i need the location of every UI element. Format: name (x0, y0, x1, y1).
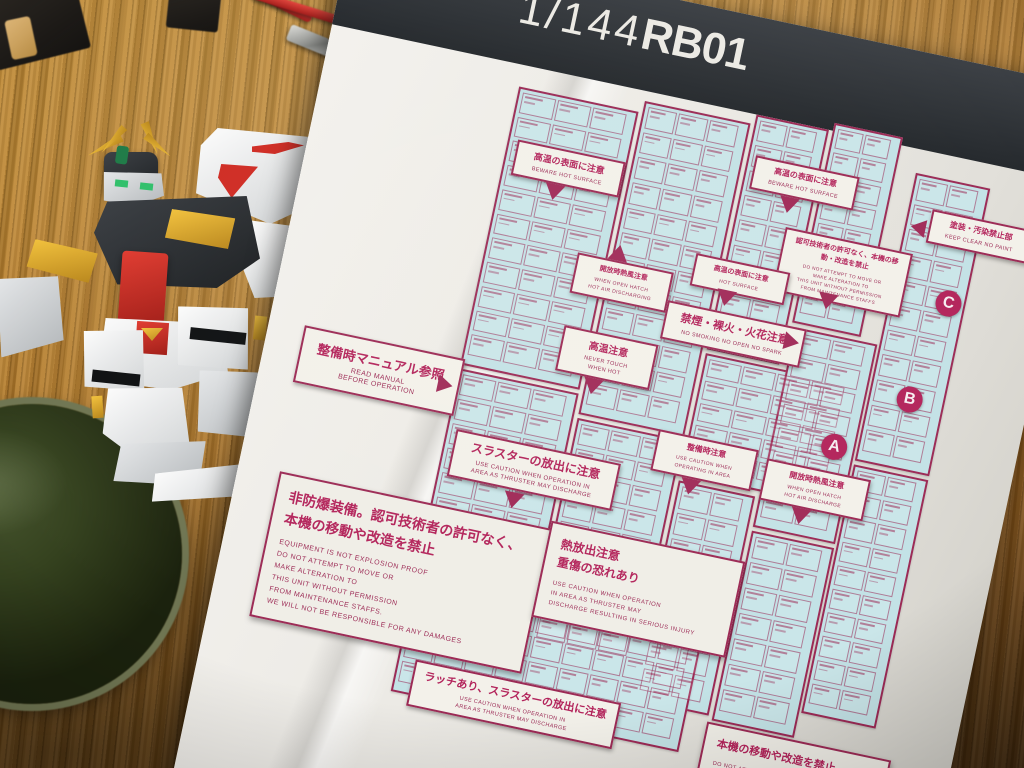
gundam-chest-core (117, 250, 169, 328)
dark-tool-block-2 (165, 0, 223, 33)
gundam-eye-left (114, 179, 129, 188)
gundam-head-crest (114, 145, 130, 165)
gundam-eye-right (139, 182, 154, 191)
gundam-knee-accent-2 (91, 395, 104, 419)
